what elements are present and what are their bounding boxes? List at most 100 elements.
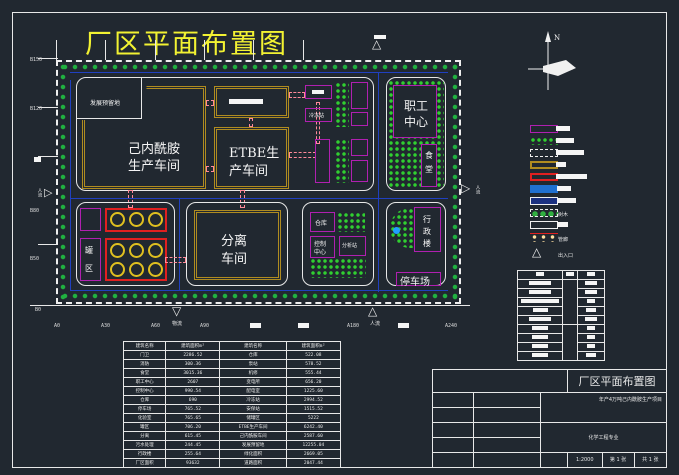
redacted-label	[34, 157, 41, 162]
tree-belt-left	[58, 62, 68, 300]
lab-label: 分析站	[342, 243, 358, 249]
area-table-cell: 消防	[122, 359, 167, 369]
grid-tick	[105, 40, 106, 60]
reserve-label: 发展预留地	[90, 100, 121, 107]
top-gate-icon: △	[372, 37, 382, 51]
legend-label-redacted	[557, 198, 576, 203]
tank-area[interactable]	[80, 238, 101, 281]
legend-swatch-green-belt	[530, 137, 558, 145]
tank-group-2[interactable]	[105, 238, 167, 281]
area-table-cell: 储罐区	[219, 413, 287, 423]
area-table-cell: 706.20	[165, 422, 221, 432]
title-block-scale: 1:2000	[567, 451, 603, 469]
pipe-rack	[128, 190, 133, 208]
legend-swatch-road	[530, 197, 558, 205]
grid-tick	[204, 40, 205, 60]
pump-house[interactable]	[80, 208, 101, 231]
axis-label-a240: A240	[445, 323, 458, 329]
legend-swatch-pipe	[530, 233, 558, 242]
north-label: N	[554, 34, 561, 42]
axis-label-b0: B0	[35, 307, 42, 313]
tank-group-1[interactable]	[105, 208, 167, 232]
area-table-cell: 发展预留地	[219, 440, 287, 450]
people-gate-label: 人流	[370, 321, 381, 327]
gate-arrow-icon: ▷	[44, 186, 53, 199]
header-cell: 建筑面积m²	[285, 341, 342, 351]
staff-center[interactable]	[393, 85, 437, 138]
small-building[interactable]	[351, 112, 368, 126]
area-table-cell: 765.52	[165, 404, 221, 414]
tall-building[interactable]	[315, 139, 330, 183]
road-line	[70, 198, 448, 199]
green-patch	[335, 82, 349, 127]
drawing-title: 厂区平面布置图	[85, 29, 288, 60]
baseline	[30, 305, 470, 306]
area-table-cell: 2286.52	[165, 350, 221, 360]
axis-label-a60: A60	[151, 323, 161, 329]
pipe-rack	[289, 92, 305, 98]
redacted-label	[229, 99, 263, 104]
title-block-drawing-name: 厂区平面布置图	[567, 368, 667, 394]
area-table-cell: 机修	[219, 368, 287, 378]
pipe-rack	[206, 166, 214, 172]
logistics-gate-icon: ▽	[172, 304, 182, 318]
security-station[interactable]	[351, 82, 368, 109]
tree-belt-bottom	[60, 291, 458, 301]
grid-tick	[38, 58, 58, 59]
canteen[interactable]	[421, 144, 437, 187]
etbe-workshop[interactable]	[214, 127, 289, 189]
area-table-cell: 厂区面积	[122, 458, 167, 468]
header-cell: 建筑名称	[219, 341, 287, 351]
area-table-cell: 污水处理	[122, 440, 167, 450]
area-table-cell: 244.45	[165, 440, 221, 450]
control-center[interactable]	[310, 236, 335, 258]
admin-label-1: 行	[423, 215, 431, 224]
logistics-gate-label: 物流	[172, 321, 183, 327]
legend-label-redacted	[556, 174, 587, 179]
area-table-cell: 2994.52	[285, 395, 342, 405]
parking-lot[interactable]	[396, 272, 441, 286]
title-block-total: 共 1 张	[633, 451, 668, 469]
legend-swatch-building	[530, 125, 558, 133]
area-table-cell: 2669.05	[285, 449, 342, 459]
right-gate-label: 人流	[475, 185, 480, 194]
area-table-cell: 绿化面积	[219, 449, 287, 459]
fountain-icon	[393, 227, 400, 234]
small-building[interactable]	[351, 160, 368, 182]
legend-swatch-trees	[530, 209, 558, 217]
axis-label-a30: A30	[101, 323, 111, 329]
area-table-cell: 变电所	[219, 377, 287, 387]
planned-building[interactable]	[214, 86, 289, 118]
index-table	[517, 270, 605, 361]
area-table-cell: 1225.60	[285, 386, 342, 396]
tree-belt-top	[60, 62, 458, 72]
cooling-station[interactable]	[305, 108, 332, 122]
caprolactam-label-2: 生产车间	[128, 159, 181, 174]
road-line	[70, 72, 448, 73]
area-table-cell: 555.44	[285, 368, 342, 378]
header-cell: 建筑面积m²	[165, 341, 221, 351]
header-cell: 建筑名称	[122, 341, 167, 351]
small-building[interactable]	[351, 139, 368, 156]
area-table-cell: 12255.04	[285, 440, 342, 450]
separation-workshop[interactable]	[194, 210, 281, 280]
separation-block	[186, 202, 288, 286]
area-table-cell: 765.65	[165, 413, 221, 423]
cooling-label: 冷冻站	[309, 113, 325, 119]
small-building[interactable]	[305, 85, 332, 99]
tank-icon	[110, 212, 125, 227]
admin-building[interactable]	[414, 207, 441, 252]
axis-label-a0: A0	[54, 323, 61, 329]
tank-area-label-1: 罐	[85, 246, 93, 255]
lab[interactable]	[339, 236, 366, 256]
control-block	[302, 202, 374, 286]
axis-label-b50: B50	[30, 256, 40, 262]
legend-swatch-water	[530, 185, 558, 193]
warehouse[interactable]	[310, 212, 335, 232]
area-table-cell: 仓库	[219, 350, 287, 360]
grid-tick	[38, 156, 58, 157]
warehouse-label: 仓库	[315, 220, 328, 227]
